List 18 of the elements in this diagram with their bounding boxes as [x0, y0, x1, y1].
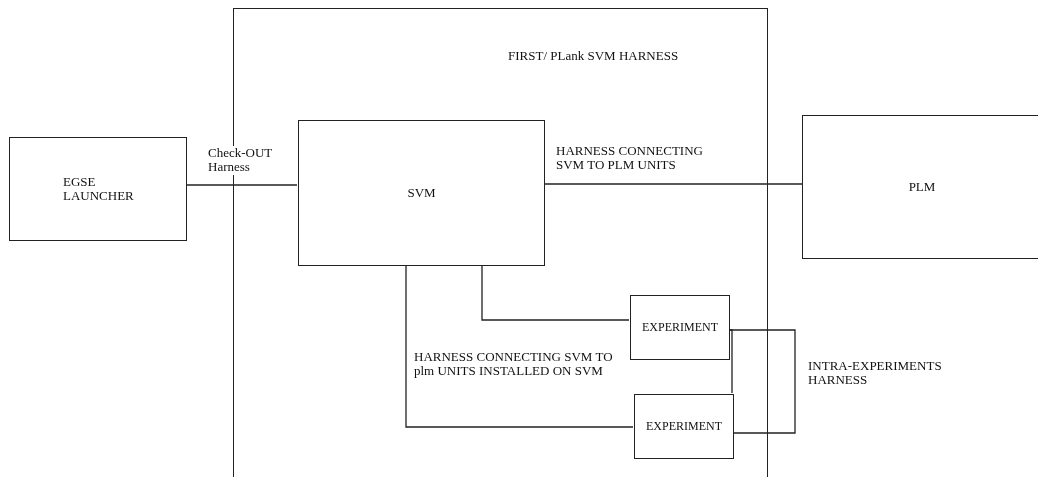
harness-line — [543, 183, 803, 185]
harness-line — [405, 264, 634, 428]
unit-box — [630, 295, 730, 360]
unit-box — [802, 115, 1038, 259]
frame-title: FIRST/ PLank SVM HARNESS — [508, 49, 679, 64]
unit-label: EXPERIMENT — [642, 320, 718, 335]
harness-line — [728, 329, 796, 434]
unit-label: PLM — [908, 179, 936, 195]
unit-box — [9, 137, 187, 241]
unit-box — [634, 394, 734, 459]
unit-box — [298, 120, 545, 266]
harness-line — [186, 184, 298, 186]
unit-label: EGSE LAUNCHER — [63, 174, 133, 204]
harness-line — [481, 264, 630, 321]
unit-label: SVM — [407, 185, 436, 201]
harness-line — [728, 329, 733, 394]
note-text: HARNESS CONNECTING SVM TO plm UNITS INSTALLED ON SVM — [414, 350, 614, 379]
unit-label: EXPERIMENT — [646, 419, 722, 434]
